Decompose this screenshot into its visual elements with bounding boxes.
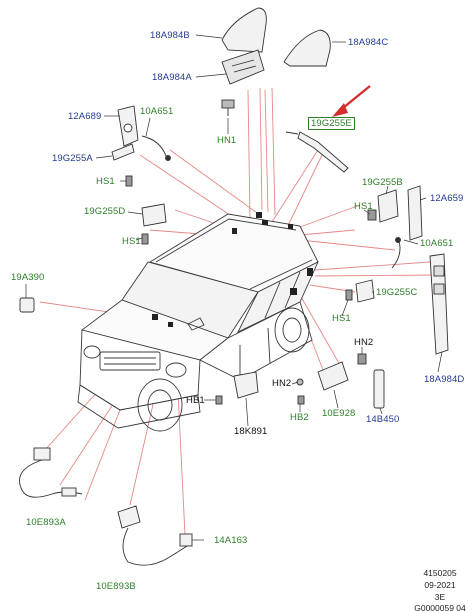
label-10E928: 10E928 — [322, 408, 356, 419]
label-18A984A: 18A984A — [152, 72, 192, 83]
label-18A984D: 18A984D — [424, 374, 465, 385]
label-14B450: 14B450 — [366, 414, 400, 425]
label-14A163: 14A163 — [214, 535, 248, 546]
bracket-12a659 — [407, 185, 423, 241]
antenna-strip-18a984d — [429, 253, 449, 355]
label-12A689: 12A689 — [68, 111, 102, 122]
label-HN2-a: HN2 — [354, 337, 374, 348]
label-leaders — [25, 34, 443, 541]
module-19g255c — [355, 279, 375, 303]
label-HN1: HN1 — [217, 135, 237, 146]
harness-10e893a-box — [33, 447, 51, 461]
label-12A659: 12A659 — [430, 193, 464, 204]
shark-fin-antenna-c — [283, 29, 331, 67]
label-19G255E: 19G255E — [308, 117, 355, 130]
label-HN2-b: HN2 — [272, 378, 292, 389]
label-18K891: 18K891 — [234, 426, 268, 437]
module-19g255d — [141, 203, 167, 227]
label-10E893B: 10E893B — [96, 581, 136, 592]
harness-10e893b-box — [117, 505, 141, 529]
label-19A390: 19A390 — [11, 272, 45, 283]
label-HS1-a: HS1 — [96, 176, 115, 187]
diagram-code: 4150205 — [423, 568, 457, 578]
diagram-revision: 3E — [434, 592, 446, 602]
module-19a390 — [19, 297, 35, 313]
label-10E893A: 10E893A — [26, 517, 66, 528]
module-19g255a — [111, 143, 135, 161]
label-10A651-right: 10A651 — [420, 238, 454, 249]
label-18A984C: 18A984C — [348, 37, 389, 48]
connector-14a163 — [179, 533, 193, 547]
label-19G255C: 19G255C — [376, 287, 418, 298]
module-18k891 — [233, 371, 259, 399]
label-19G255D: 19G255D — [84, 206, 126, 217]
label-HB1: HB1 — [186, 395, 205, 406]
antenna-base — [221, 49, 265, 85]
module-10e928 — [317, 361, 349, 391]
highlight-arrow — [332, 85, 371, 117]
vehicle-outline — [77, 213, 319, 432]
diagram-date: 09-2021 — [424, 580, 456, 590]
module-19g255b — [377, 189, 399, 223]
label-19G255A: 19G255A — [52, 153, 93, 164]
harness-10e893b — [122, 527, 191, 566]
label-10A651-left: 10A651 — [140, 106, 174, 117]
diagram-id: G0000059 04 — [414, 603, 466, 611]
label-HS1-b: HS1 — [122, 236, 141, 247]
module-14b450 — [373, 369, 385, 409]
components — [19, 7, 449, 566]
antenna-19g255e — [297, 131, 349, 173]
hn1-nut — [221, 99, 235, 109]
shark-fin-antenna-cover — [221, 7, 267, 53]
label-HB2: HB2 — [290, 412, 309, 423]
vehicle-mounted-parts — [152, 212, 313, 327]
label-HS1-d: HS1 — [332, 313, 351, 324]
label-18A984B: 18A984B — [150, 30, 190, 41]
label-19G255B: 19G255B — [362, 177, 403, 188]
label-HS1-c: HS1 — [354, 201, 373, 212]
